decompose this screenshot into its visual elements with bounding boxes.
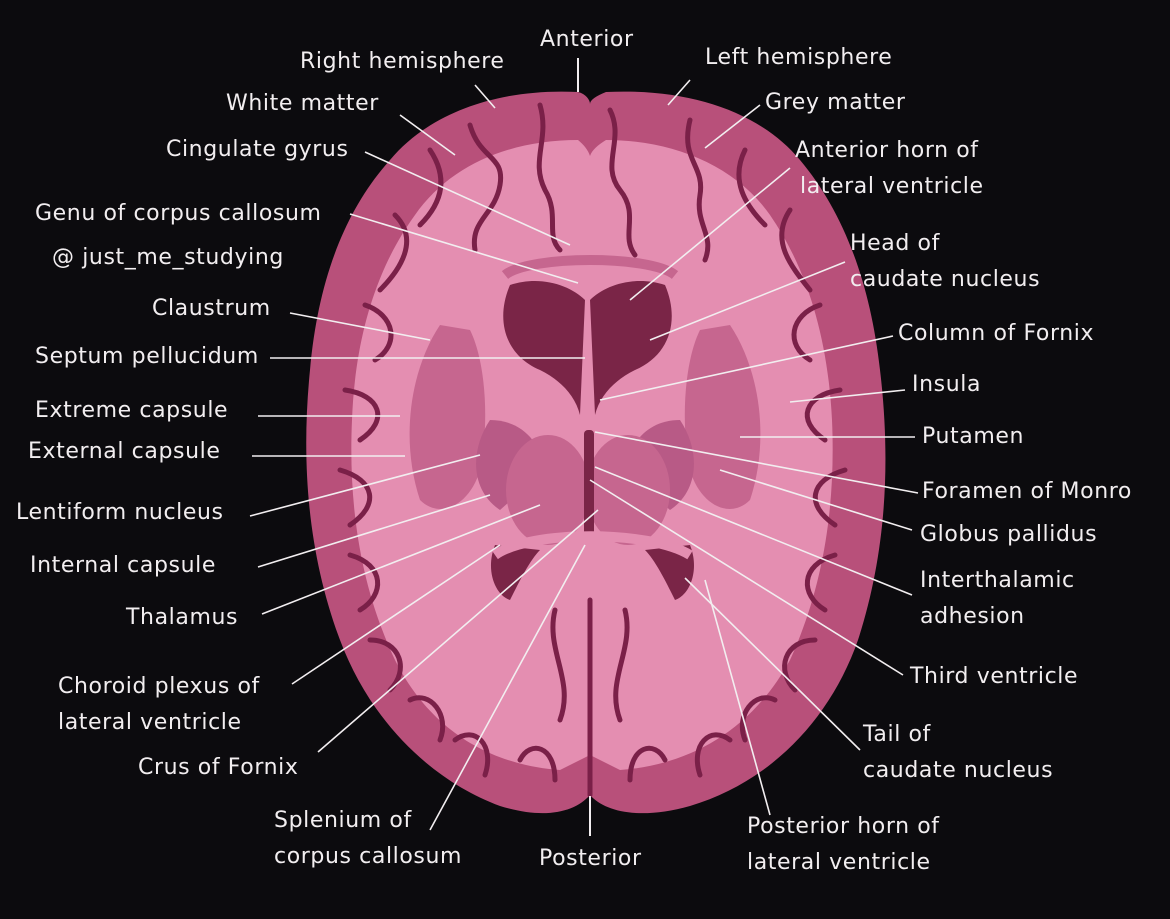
- label-white-matter: White matter: [226, 91, 379, 116]
- label-posterior: Posterior: [539, 846, 642, 871]
- label-tail-caudate-line2: caudate nucleus: [863, 758, 1054, 783]
- label-choroid-plexus-line2: lateral ventricle: [58, 710, 242, 735]
- label-head-caudate-line2: caudate nucleus: [850, 267, 1041, 292]
- splenium-arc: [492, 531, 693, 560]
- label-thalamus: Thalamus: [126, 605, 239, 630]
- watermark: @ just_me_studying: [52, 245, 284, 270]
- genu-arc: [501, 255, 679, 280]
- label-anterior: Anterior: [540, 27, 634, 52]
- leader-lines: [249, 79, 919, 831]
- label-left-hemisphere: Left hemisphere: [705, 45, 893, 70]
- label-third-ventricle: Third ventricle: [910, 664, 1079, 689]
- label-anterior-horn-line2: lateral ventricle: [800, 174, 984, 199]
- label-splenium-line2: corpus callosum: [274, 844, 463, 869]
- label-genu: Genu of corpus callosum: [35, 201, 322, 226]
- cortical-sulci: [337, 102, 848, 798]
- label-interthalamic-line1: Interthalamic: [920, 568, 1075, 593]
- label-grey-matter: Grey matter: [765, 90, 906, 115]
- label-septum-pellucidum: Septum pellucidum: [35, 344, 259, 369]
- label-splenium-line1: Splenium of: [274, 808, 412, 833]
- label-cingulate-gyrus: Cingulate gyrus: [166, 137, 349, 162]
- label-tail-caudate-line1: Tail of: [863, 722, 931, 747]
- label-foramen-monro: Foramen of Monro: [922, 479, 1132, 504]
- label-globus-pallidus: Globus pallidus: [920, 522, 1098, 547]
- label-crus-fornix: Crus of Fornix: [138, 755, 299, 780]
- label-extreme-capsule: Extreme capsule: [35, 398, 229, 423]
- label-posterior-horn-line1: Posterior horn of: [747, 814, 940, 839]
- label-internal-capsule: Internal capsule: [30, 553, 216, 578]
- label-posterior-horn-line2: lateral ventricle: [747, 850, 931, 875]
- label-external-capsule: External capsule: [28, 439, 221, 464]
- lateral-ventricles: [490, 280, 695, 600]
- label-column-fornix: Column of Fornix: [898, 321, 1095, 346]
- label-choroid-plexus-line1: Choroid plexus of: [58, 674, 260, 699]
- label-lentiform-nucleus: Lentiform nucleus: [16, 500, 224, 525]
- label-putamen: Putamen: [922, 424, 1025, 449]
- deep-grey-structures: [409, 325, 761, 545]
- label-interthalamic-line2: adhesion: [920, 604, 1025, 629]
- label-claustrum: Claustrum: [152, 296, 271, 321]
- label-insula: Insula: [912, 372, 982, 397]
- label-right-hemisphere: Right hemisphere: [300, 49, 505, 74]
- label-anterior-horn-line1: Anterior horn of: [795, 138, 979, 163]
- label-head-caudate-line1: Head of: [850, 231, 940, 256]
